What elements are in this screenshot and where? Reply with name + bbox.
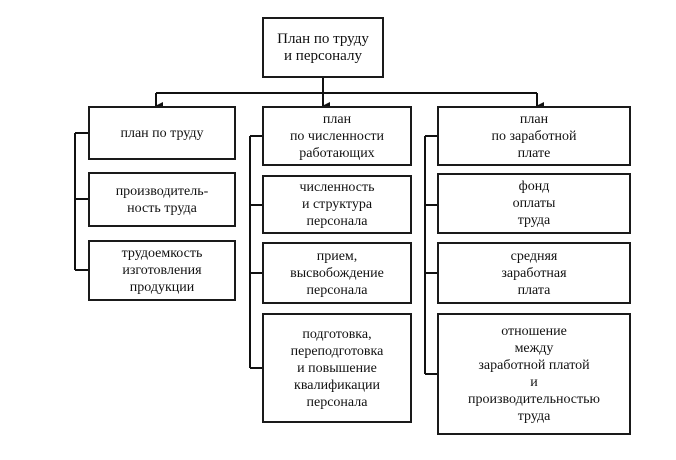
- root-node: План по труду и персоналу: [262, 17, 384, 78]
- column-3-item-3: отношение между заработной платой и прои…: [437, 313, 631, 435]
- column-1-item-1: производитель- ность труда: [88, 172, 236, 227]
- column-1-item-2: трудоемкость изготовления продукции: [88, 240, 236, 301]
- column-2-item-2: прием, высвобождение персонала: [262, 242, 412, 304]
- column-3-item-2: средняя заработная плата: [437, 242, 631, 304]
- column-1-header: план по труду: [88, 106, 236, 160]
- column-2-header: план по численности работающих: [262, 106, 412, 166]
- column-2-item-1: численность и структура персонала: [262, 175, 412, 234]
- column-2-item-3: подготовка, переподготовка и повышение к…: [262, 313, 412, 423]
- column-3-header: план по заработной плате: [437, 106, 631, 166]
- column-3-item-1: фонд оплаты труда: [437, 173, 631, 234]
